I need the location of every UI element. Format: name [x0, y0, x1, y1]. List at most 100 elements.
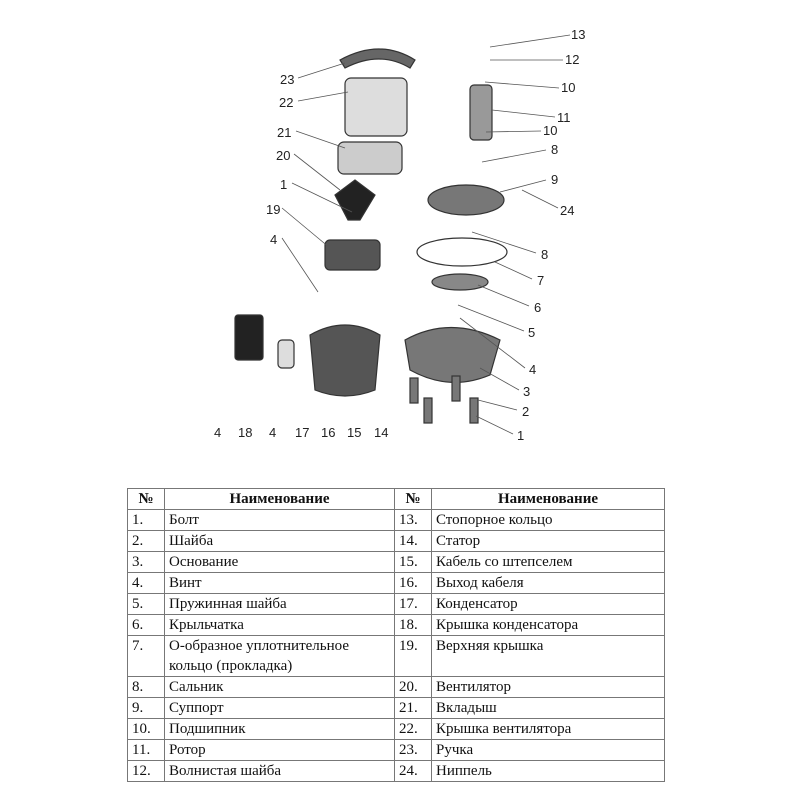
- part-name: Статор: [431, 530, 665, 552]
- part-name: Винт: [164, 572, 395, 594]
- callout: 12: [565, 52, 579, 67]
- callout: 21: [277, 125, 291, 140]
- part-number: 23.: [394, 739, 432, 761]
- callout: 1: [280, 177, 287, 192]
- header-name: Наименование: [164, 488, 395, 510]
- part-name: Кабель со штепселем: [431, 551, 665, 573]
- header-num: №: [127, 488, 165, 510]
- part-name: О-образное уплотнительное кольцо (прокла…: [164, 635, 395, 677]
- callout: 18: [238, 425, 252, 440]
- part-number: 15.: [394, 551, 432, 573]
- part-name: Стопорное кольцо: [431, 509, 665, 531]
- part-number: 11.: [127, 739, 165, 761]
- part-number: 3.: [127, 551, 165, 573]
- callout: 24: [560, 203, 574, 218]
- part-number: 17.: [394, 593, 432, 615]
- part-name: Сальник: [164, 676, 395, 698]
- callout: 10: [543, 123, 557, 138]
- parts-drawing: [234, 48, 508, 424]
- part-number: 4.: [127, 572, 165, 594]
- part-number: 21.: [394, 697, 432, 719]
- callout: 23: [280, 72, 294, 87]
- callout: 4: [529, 362, 536, 377]
- callout: 22: [279, 95, 293, 110]
- part-number: 7.: [127, 635, 165, 677]
- part-number: 1.: [127, 509, 165, 531]
- callout: 19: [266, 202, 280, 217]
- part-name: Ручка: [431, 739, 665, 761]
- part-name: Основание: [164, 551, 395, 573]
- part-number: 2.: [127, 530, 165, 552]
- part-number: 13.: [394, 509, 432, 531]
- callout: 3: [523, 384, 530, 399]
- callout: 4: [269, 425, 276, 440]
- callout: 2: [522, 404, 529, 419]
- part-name: Вентилятор: [431, 676, 665, 698]
- part-name: Крышка конденсатора: [431, 614, 665, 636]
- part-name: Шайба: [164, 530, 395, 552]
- part-number: 16.: [394, 572, 432, 594]
- part-name: Ротор: [164, 739, 395, 761]
- part-number: 18.: [394, 614, 432, 636]
- header-name: Наименование: [431, 488, 665, 510]
- part-name: Конденсатор: [431, 593, 665, 615]
- callout: 6: [534, 300, 541, 315]
- callout: 15: [347, 425, 361, 440]
- part-name: Крышка вентилятора: [431, 718, 665, 740]
- leader-lines: [281, 34, 571, 435]
- part-number: 14.: [394, 530, 432, 552]
- table-row: 7.О-образное уплотнительное кольцо (прок…: [127, 635, 665, 677]
- callout-labels: 23 22 21 20 1 19 4 13 12 10 11 10 8 9 24…: [214, 27, 585, 443]
- callout: 16: [321, 425, 335, 440]
- callout: 4: [270, 232, 277, 247]
- part-name: Пружинная шайба: [164, 593, 395, 615]
- part-number: 20.: [394, 676, 432, 698]
- part-name: Подшипник: [164, 718, 395, 740]
- part-number: 19.: [394, 635, 432, 677]
- exploded-parts-diagram: 23 22 21 20 1 19 4 13 12 10 11 10 8 9 24…: [214, 27, 585, 443]
- callout: 5: [528, 325, 535, 340]
- callout: 17: [295, 425, 309, 440]
- callout: 20: [276, 148, 290, 163]
- callout: 8: [541, 247, 548, 262]
- callout: 9: [551, 172, 558, 187]
- callout: 11: [557, 110, 571, 125]
- part-number: 5.: [127, 593, 165, 615]
- callout: 10: [561, 80, 575, 95]
- part-name: Ниппель: [431, 760, 665, 782]
- part-number: 22.: [394, 718, 432, 740]
- callout: 8: [551, 142, 558, 157]
- header-num: №: [394, 488, 432, 510]
- part-name: Вкладыш: [431, 697, 665, 719]
- part-name: Крыльчатка: [164, 614, 395, 636]
- callout: 4: [214, 425, 221, 440]
- part-number: 10.: [127, 718, 165, 740]
- part-name: Суппорт: [164, 697, 395, 719]
- part-name: Болт: [164, 509, 395, 531]
- part-number: 12.: [127, 760, 165, 782]
- callout: 13: [571, 27, 585, 42]
- callout: 1: [517, 428, 524, 443]
- part-number: 9.: [127, 697, 165, 719]
- part-name: Волнистая шайба: [164, 760, 395, 782]
- part-number: 6.: [127, 614, 165, 636]
- part-name: Выход кабеля: [431, 572, 665, 594]
- callout: 14: [374, 425, 388, 440]
- table-header: № Наименование № Наименование: [127, 488, 665, 510]
- part-number: 8.: [127, 676, 165, 698]
- part-number: 24.: [394, 760, 432, 782]
- callout: 7: [537, 273, 544, 288]
- part-name: Верхняя крышка: [431, 635, 665, 677]
